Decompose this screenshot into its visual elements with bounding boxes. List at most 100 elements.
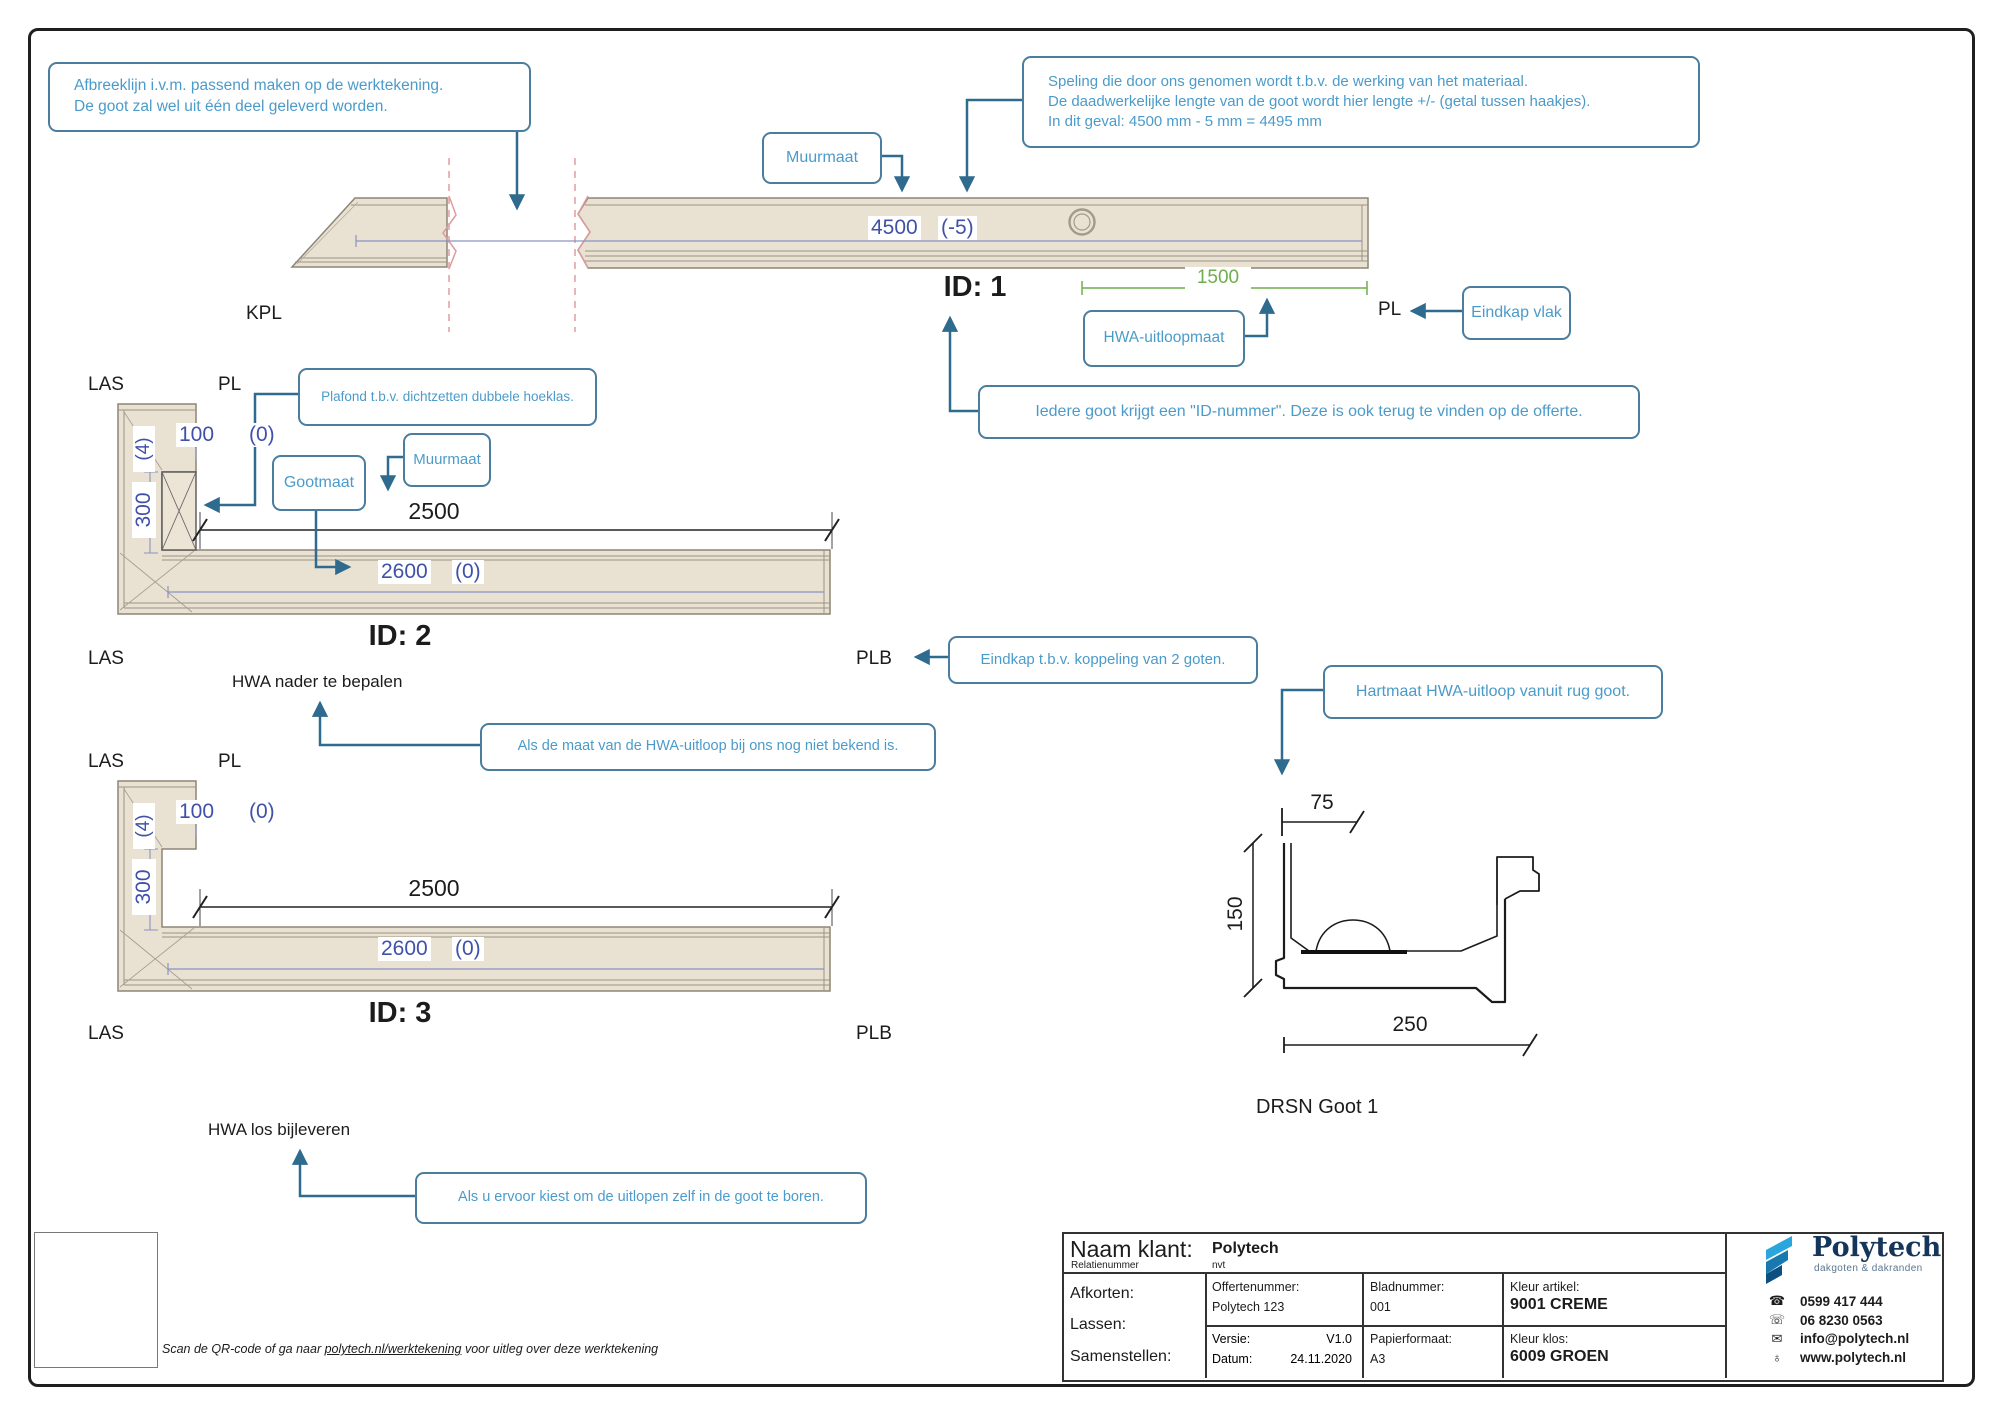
qr-caption-pre: Scan de QR-code of ga naar <box>162 1342 325 1356</box>
callout-eindkap-vlak: Eindkap vlak <box>1462 286 1571 340</box>
gutter3-side-tol: (4) <box>133 803 155 849</box>
section-caption: DRSN Goot 1 <box>1256 1096 1379 1118</box>
callout-hwa-onbekend: Als de maat van de HWA-uitloop bij ons n… <box>480 723 936 771</box>
page-border <box>28 28 1975 1387</box>
lassen-label: Lassen: <box>1070 1316 1127 1333</box>
gutter2-end-pl-top: PL <box>218 374 242 395</box>
section-dim-hart: 75 <box>1299 791 1345 815</box>
gutter3-end-pl-top: PL <box>218 751 242 772</box>
section-dim-width: 250 <box>1378 1013 1442 1037</box>
bladnummer-label: Bladnummer: <box>1370 1280 1445 1294</box>
gutter3-end-las-top: LAS <box>88 751 124 772</box>
contact-block: 0599 417 444 06 8230 0563 info@polytech.… <box>1800 1293 1909 1368</box>
gutter2-leg-tol: (0) <box>246 423 278 447</box>
leader-arrows <box>203 93 1462 1198</box>
qr-box <box>34 1232 158 1368</box>
gutter1-hwa-dim-value: 1500 <box>1185 267 1251 289</box>
gutter1-tolerance-value: (-5) <box>938 216 977 240</box>
gutter3-hwa-note: HWA los bijleveren <box>208 1120 351 1139</box>
gutter2-leg-dim: 100 <box>176 423 218 447</box>
phone-icon: ☎ <box>1768 1293 1786 1308</box>
title-block-divider <box>1725 1232 1727 1378</box>
callout-eindkap-koppeling: Eindkap t.b.v. koppeling van 2 goten. <box>948 636 1258 684</box>
gutter2-gootmaat-value: 2600 <box>378 560 431 584</box>
offertenummer-label: Offertenummer: <box>1212 1280 1300 1294</box>
logo-wordmark: Polytech <box>1812 1232 1942 1263</box>
kleur-klos-label: Kleur klos: <box>1510 1332 1569 1346</box>
relatienummer-label: Relatienummer <box>1071 1260 1139 1271</box>
callout-afbreeklijn: Afbreeklijn i.v.m. passend maken op de w… <box>48 62 531 132</box>
gutter1-end-pl: PL <box>1378 299 1402 320</box>
contact-phone1: 0599 417 444 <box>1800 1294 1883 1309</box>
contact-email: info@polytech.nl <box>1800 1331 1910 1347</box>
callout-muurmaat-mid: Muurmaat <box>403 433 491 487</box>
datum-label: Datum: <box>1212 1352 1253 1366</box>
callout-speling: Speling die door ons genomen wordt t.b.v… <box>1022 56 1700 148</box>
gutter1-drawing <box>290 158 1369 332</box>
callout-speling-line1: Speling die door ons genomen wordt t.b.v… <box>1048 72 1528 90</box>
mail-icon: ✉ <box>1771 1330 1783 1346</box>
qr-caption-link: polytech.nl/werktekening <box>324 1342 462 1356</box>
mobile-icon: ☏ <box>1768 1311 1786 1327</box>
hwa-outlet-icon <box>1068 208 1096 236</box>
relatienummer-value: nvt <box>1212 1260 1226 1271</box>
callout-muurmaat-top: Muurmaat <box>762 132 882 184</box>
gutter3-leg-tol: (0) <box>246 800 278 824</box>
papierformaat-label: Papierformaat: <box>1370 1332 1452 1346</box>
qr-caption-post: voor uitleg over deze werktekening <box>461 1342 659 1356</box>
gutter2-side-dim: 300 <box>132 482 156 538</box>
versie-label: Versie: <box>1212 1332 1251 1346</box>
gutter2-side-tol: (4) <box>133 426 155 472</box>
datum-row: Datum: 24.11.2020 <box>1212 1352 1352 1366</box>
versie-value: V1.0 <box>1326 1332 1352 1346</box>
gutter1-id-label: ID: 1 <box>943 271 1007 303</box>
callout-hwa-uitloopmaat: HWA-uitloopmaat <box>1083 310 1245 367</box>
logo-tagline: dakgoten & dakranden <box>1814 1263 1923 1274</box>
gutter2-hwa-note: HWA nader te bepalen <box>232 672 403 691</box>
klant-value: Polytech <box>1212 1240 1279 1257</box>
gutter1-end-kpl: KPL <box>246 303 282 324</box>
callout-afbreeklijn-line1: Afbreeklijn i.v.m. passend maken op de w… <box>74 77 444 95</box>
versie-row: Versie: V1.0 <box>1212 1332 1352 1346</box>
naam-klant-label: Naam klant: <box>1070 1236 1193 1262</box>
papierformaat-value: A3 <box>1370 1352 1386 1366</box>
datum-value: 24.11.2020 <box>1290 1352 1352 1366</box>
contact-website: www.polytech.nl <box>1800 1349 1907 1365</box>
callout-speling-line3: In dit geval: 4500 mm - 5 mm = 4495 mm <box>1048 113 1322 131</box>
gutter3-gootmaat-tol: (0) <box>452 937 484 961</box>
web-icon: ♁ <box>1772 1349 1782 1365</box>
gutter3-muurmaat-value: 2500 <box>395 875 473 902</box>
cross-section-drawing <box>1243 808 1540 1057</box>
callout-plafond: Plafond t.b.v. dichtzetten dubbele hoekl… <box>298 368 597 426</box>
gutter2-id-label: ID: 2 <box>368 620 432 652</box>
gutter3-end-las-bottom: LAS <box>88 1023 124 1044</box>
kleur-artikel-value: 9001 CREME <box>1510 1296 1608 1313</box>
title-block-line <box>1062 1272 1727 1274</box>
title-block <box>1062 1232 1944 1382</box>
callout-gootmaat: Gootmaat <box>272 455 366 511</box>
bladnummer-value: 001 <box>1370 1300 1391 1314</box>
gutter3-gootmaat-value: 2600 <box>378 937 431 961</box>
gutter2-end-las-top: LAS <box>88 374 124 395</box>
section-dim-height: 150 <box>1224 888 1248 940</box>
callout-zelf-boren: Als u ervoor kiest om de uitlopen zelf i… <box>415 1172 867 1224</box>
afkorten-label: Afkorten: <box>1070 1285 1135 1302</box>
gutter3-side-dim: 300 <box>132 859 156 915</box>
gutter3-leg-dim: 100 <box>176 800 218 824</box>
callout-hartmaat: Hartmaat HWA-uitloop vanuit rug goot. <box>1323 665 1663 719</box>
samenstellen-label: Samenstellen: <box>1070 1348 1172 1365</box>
gutter2-end-plb: PLB <box>856 648 892 669</box>
title-block-line <box>1205 1325 1727 1327</box>
qr-caption: Scan de QR-code of ga naar polytech.nl/w… <box>162 1342 658 1356</box>
offertenummer-value: Polytech 123 <box>1212 1300 1285 1314</box>
kleur-artikel-label: Kleur artikel: <box>1510 1280 1580 1294</box>
gutter3-id-label: ID: 3 <box>368 997 432 1029</box>
callout-speling-line2: De daadwerkelijke lengte van de goot wor… <box>1048 92 1591 110</box>
polytech-logo-icon <box>1766 1236 1792 1284</box>
gutter2-muurmaat-value: 2500 <box>395 498 473 525</box>
callout-afbreeklijn-line2: De goot zal wel uit één deel geleverd wo… <box>74 98 388 115</box>
gutter2-gootmaat-tol: (0) <box>452 560 484 584</box>
gutter1-muurmaat-value: 4500 <box>868 216 921 240</box>
